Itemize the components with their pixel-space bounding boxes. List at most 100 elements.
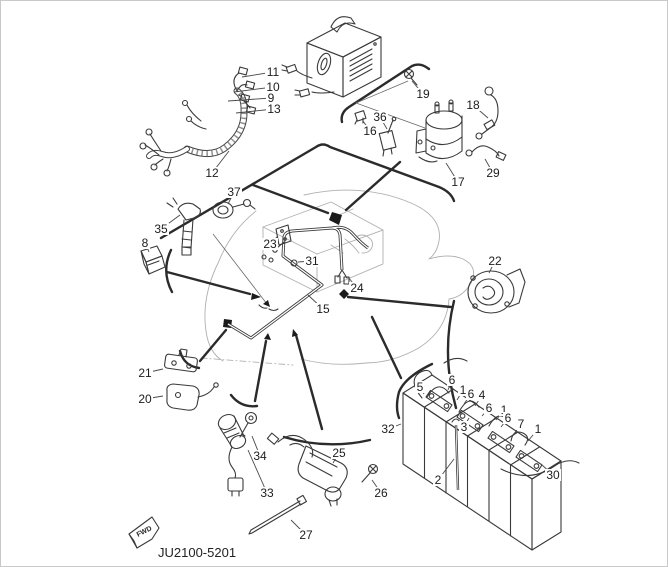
starter-solenoid-17 <box>415 99 463 163</box>
part-callout-21: 21 <box>138 366 152 380</box>
callout-backing <box>362 125 378 137</box>
callout-backing <box>465 99 481 111</box>
buzzer-37 <box>212 198 256 219</box>
part-callout-1: 1 <box>460 383 467 397</box>
callout-backing <box>466 388 476 400</box>
arrowhead <box>292 329 298 337</box>
part-callout-18: 18 <box>466 98 480 112</box>
part-callout-1: 1 <box>501 403 508 417</box>
callout-backing <box>226 186 242 198</box>
part-callout-26: 26 <box>374 486 388 500</box>
part-callout-30: 30 <box>546 468 560 482</box>
part-callout-4: 4 <box>479 388 486 402</box>
callout-backing <box>266 103 282 115</box>
callout-backing <box>499 404 509 416</box>
callout-backing <box>545 469 561 481</box>
callout-backing <box>533 423 543 435</box>
part-callout-27: 27 <box>299 528 313 542</box>
main-switch-33 <box>217 413 247 497</box>
part-callout-9: 9 <box>268 91 275 105</box>
callout-backing <box>298 529 314 541</box>
harness-clip-marker <box>329 212 342 225</box>
toggle-switch-36 <box>378 116 397 157</box>
part-callout-29: 29 <box>486 166 500 180</box>
part-callout-19: 19 <box>416 87 430 101</box>
callout-backing <box>266 92 276 104</box>
part-callout-22: 22 <box>488 254 502 268</box>
part-callout-7: 7 <box>518 417 525 431</box>
part-callout-5: 5 <box>417 380 424 394</box>
part-callout-17: 17 <box>451 175 465 189</box>
callout-backing <box>415 88 431 100</box>
callout-backing <box>252 450 268 462</box>
battery-cell-dividers <box>423 388 541 537</box>
part-callout-3: 3 <box>461 420 468 434</box>
plug-cap-35 <box>166 197 201 256</box>
callout-backing <box>140 237 150 249</box>
wire-29 <box>465 145 507 161</box>
part-callout-34: 34 <box>253 449 267 463</box>
part-callout-1: 1 <box>535 422 542 436</box>
callout-backing <box>153 223 169 235</box>
part-code: JU2100-5201 <box>158 545 236 560</box>
fwd-marker: FWD <box>128 516 160 549</box>
arrowhead <box>251 293 261 300</box>
part-callout-6: 6 <box>449 373 456 387</box>
callout-backing <box>315 303 331 315</box>
callout-backing <box>137 367 153 379</box>
callout-backing <box>459 421 469 433</box>
callout-leader-33 <box>247 449 268 494</box>
charger-vents <box>349 48 373 82</box>
part-callout-36: 36 <box>373 110 387 124</box>
callout-backing <box>484 402 494 414</box>
diamond-marker <box>339 289 349 299</box>
harness-clamp-31 <box>290 259 298 267</box>
battery-charger <box>281 16 382 98</box>
switch-16 <box>354 110 367 125</box>
connector-24 <box>343 276 350 285</box>
pointer-markers <box>223 212 349 340</box>
part-callout-24: 24 <box>350 281 364 295</box>
rubber-cover-8 <box>140 245 166 275</box>
vehicle-body-outline <box>200 189 475 366</box>
callout-backing <box>372 111 388 123</box>
wire-harness-12 <box>139 66 257 177</box>
part-callout-15: 15 <box>316 302 330 316</box>
part-callout-12: 12 <box>205 166 219 180</box>
callout-backing <box>265 66 281 78</box>
callout-backing <box>503 412 513 424</box>
callout-backing <box>487 255 503 267</box>
callout-backing <box>433 474 443 486</box>
callout-backing <box>485 167 501 179</box>
part-callout-2: 2 <box>435 473 442 487</box>
part-callout-10: 10 <box>266 80 280 94</box>
part-callout-6: 6 <box>505 411 512 425</box>
part-callout-16: 16 <box>363 124 377 138</box>
horn-22 <box>467 268 526 314</box>
group-brackets <box>159 63 458 446</box>
callout-backing <box>262 238 278 250</box>
callout-backing <box>415 381 425 393</box>
part-callout-37: 37 <box>227 185 241 199</box>
battery-straps <box>425 389 543 473</box>
charger-handle <box>330 16 356 33</box>
callout-backing <box>477 389 487 401</box>
callout-leader-9 <box>227 97 272 102</box>
bolt-26 <box>361 463 379 483</box>
bracket-21 <box>164 348 198 373</box>
part-callout-13: 13 <box>267 102 281 116</box>
arrowhead <box>263 300 270 307</box>
callout-backing <box>265 81 281 93</box>
callout-backing <box>304 255 320 267</box>
part-callout-6: 6 <box>486 401 493 415</box>
bolt-19 <box>403 68 418 86</box>
callout-backing <box>349 282 365 294</box>
callout-backing <box>380 423 396 435</box>
connector-24 <box>334 275 341 284</box>
part-callout-11: 11 <box>267 65 280 79</box>
callout-backing <box>447 374 457 386</box>
part-callout-25: 25 <box>332 446 346 460</box>
